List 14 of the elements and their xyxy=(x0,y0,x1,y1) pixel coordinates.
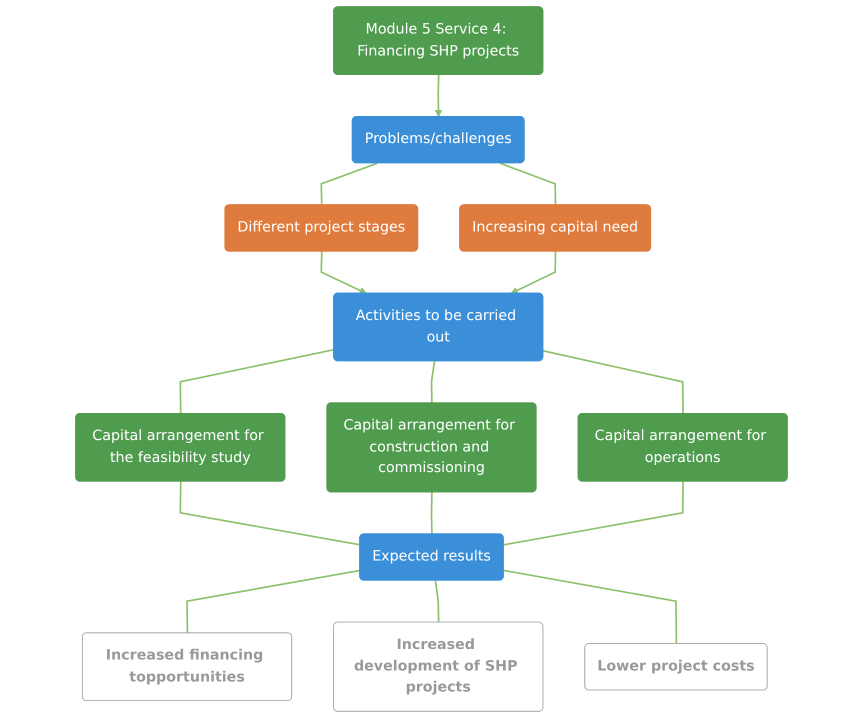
connector xyxy=(320,162,378,206)
connector xyxy=(434,580,440,623)
connector xyxy=(543,350,684,414)
arrow xyxy=(320,252,367,294)
connector xyxy=(430,361,436,404)
connector xyxy=(430,492,433,534)
arrow xyxy=(434,74,442,118)
connector xyxy=(186,570,360,634)
connector xyxy=(504,570,678,644)
connector xyxy=(504,482,684,546)
connector xyxy=(179,348,334,414)
connector xyxy=(500,162,556,206)
connector xyxy=(179,482,360,546)
arrow xyxy=(510,252,556,294)
